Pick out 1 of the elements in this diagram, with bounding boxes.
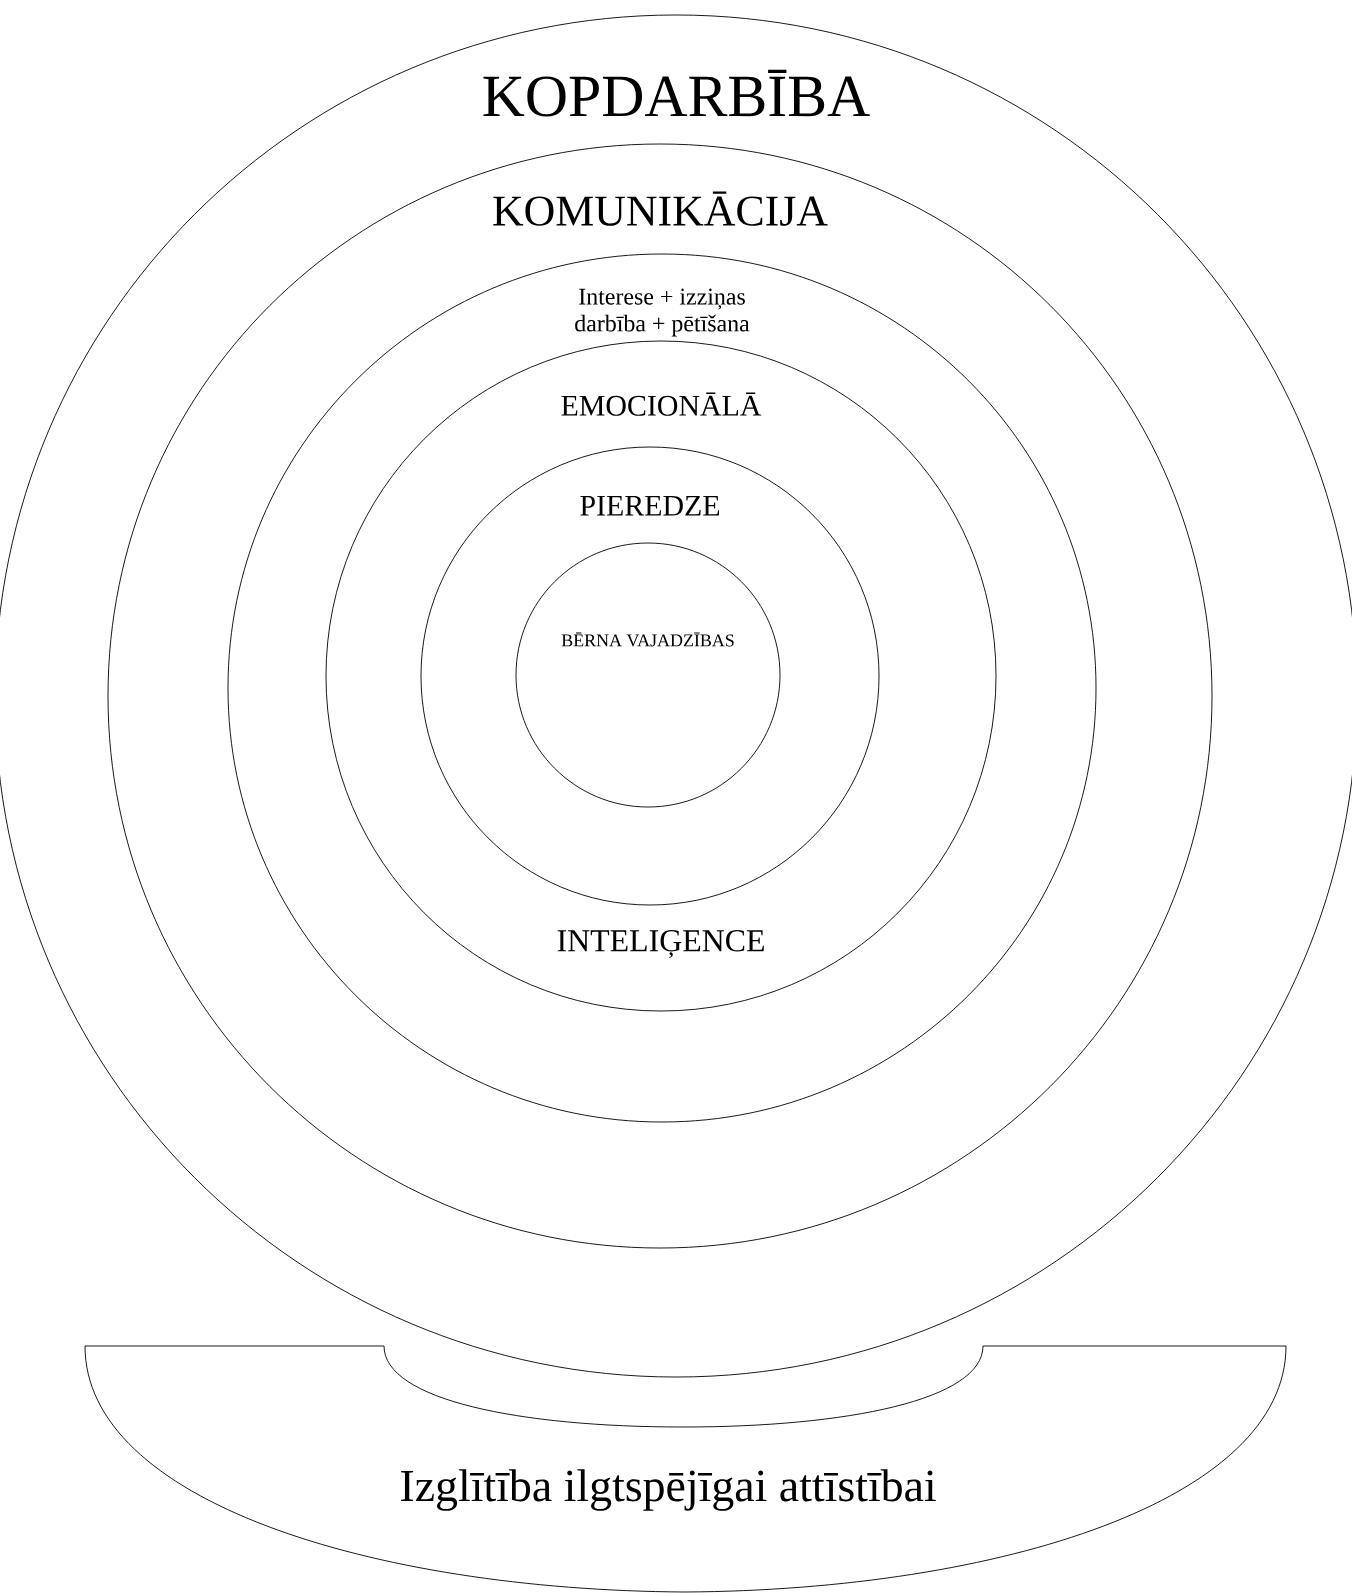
base-band: Izglītība ilgtspējīgai attīstībai [84,1345,1287,1593]
